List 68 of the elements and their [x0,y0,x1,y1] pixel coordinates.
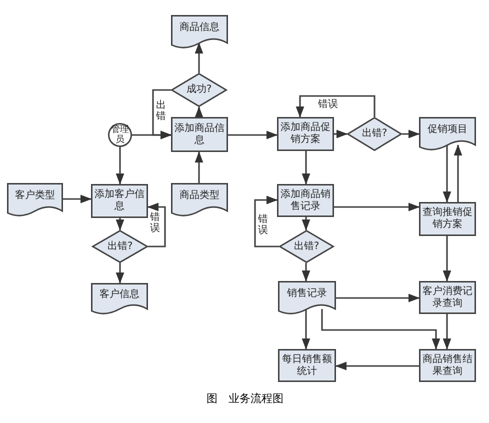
node-label: 出错? [106,240,134,252]
arrow [402,130,420,138]
document-shape [91,283,148,313]
arrow [254,196,279,248]
arrow [442,314,452,350]
edge-label: 错误 [150,212,160,234]
edge-label: 错误 [318,99,338,110]
node-label: 促销项目 [426,124,468,136]
document-shape [171,15,228,47]
process-box [278,349,336,382]
document-shape [419,117,476,149]
arrow [147,202,166,248]
arrow [116,147,124,185]
node-label: 每日销售额统计 [281,354,333,378]
node-label: 商品信息 [178,22,220,34]
node-label: 商品销售结果查询 [422,354,474,378]
document-shape [278,281,336,313]
process-box [419,281,476,314]
node-label: 客户消费记录查询 [422,286,474,310]
arrow [336,294,420,302]
node-label: 商品类型 [178,190,220,202]
arrow [296,95,376,118]
arrow [302,263,310,282]
process-box [419,202,476,236]
arrow [442,236,452,282]
decision-diamond [171,73,227,107]
arrow [442,145,452,203]
decision-diamond [92,230,148,263]
node-label: 出错? [292,240,320,252]
node-label: 客户类型 [14,190,56,202]
edge-label: 错误 [258,214,268,236]
arrow [302,217,310,231]
caption: 图 业务流程图 [206,391,284,406]
process-box [171,117,228,152]
process-box [277,184,334,217]
arrow [334,202,420,212]
arrow [302,309,310,350]
arrow [228,130,278,140]
node-label: 客户信息 [98,289,140,301]
node-label: 查询推销促销方案 [422,207,474,231]
node-label: 销售记录 [286,288,328,300]
node-label: 成功? [185,84,213,96]
arrow [194,42,204,73]
arrow [321,309,440,350]
arrow [454,144,462,202]
process-box [91,184,148,218]
node-label: 添加商品销售记录 [280,188,332,212]
decision-diamond [347,117,402,151]
arrow [63,194,92,204]
node-label: 出错? [360,128,388,140]
decision-diamond [279,230,334,263]
node-label: 添加客户信息 [94,189,146,213]
arrow [334,130,348,138]
document-shape [7,183,63,215]
arrow [132,130,172,140]
arrow [194,151,204,183]
arrow [302,151,310,185]
arrow [335,362,419,370]
process-box [277,117,334,151]
node-label: 添加商品促销方案 [280,122,332,146]
arrow [116,218,124,231]
node-label: 管理员 [110,125,130,145]
document-shape [171,183,228,215]
process-box [419,349,476,382]
arrow [194,106,204,118]
edge-label: 出错 [156,100,166,122]
node-label: 添加商品信息 [174,122,226,146]
arrow [116,263,124,284]
